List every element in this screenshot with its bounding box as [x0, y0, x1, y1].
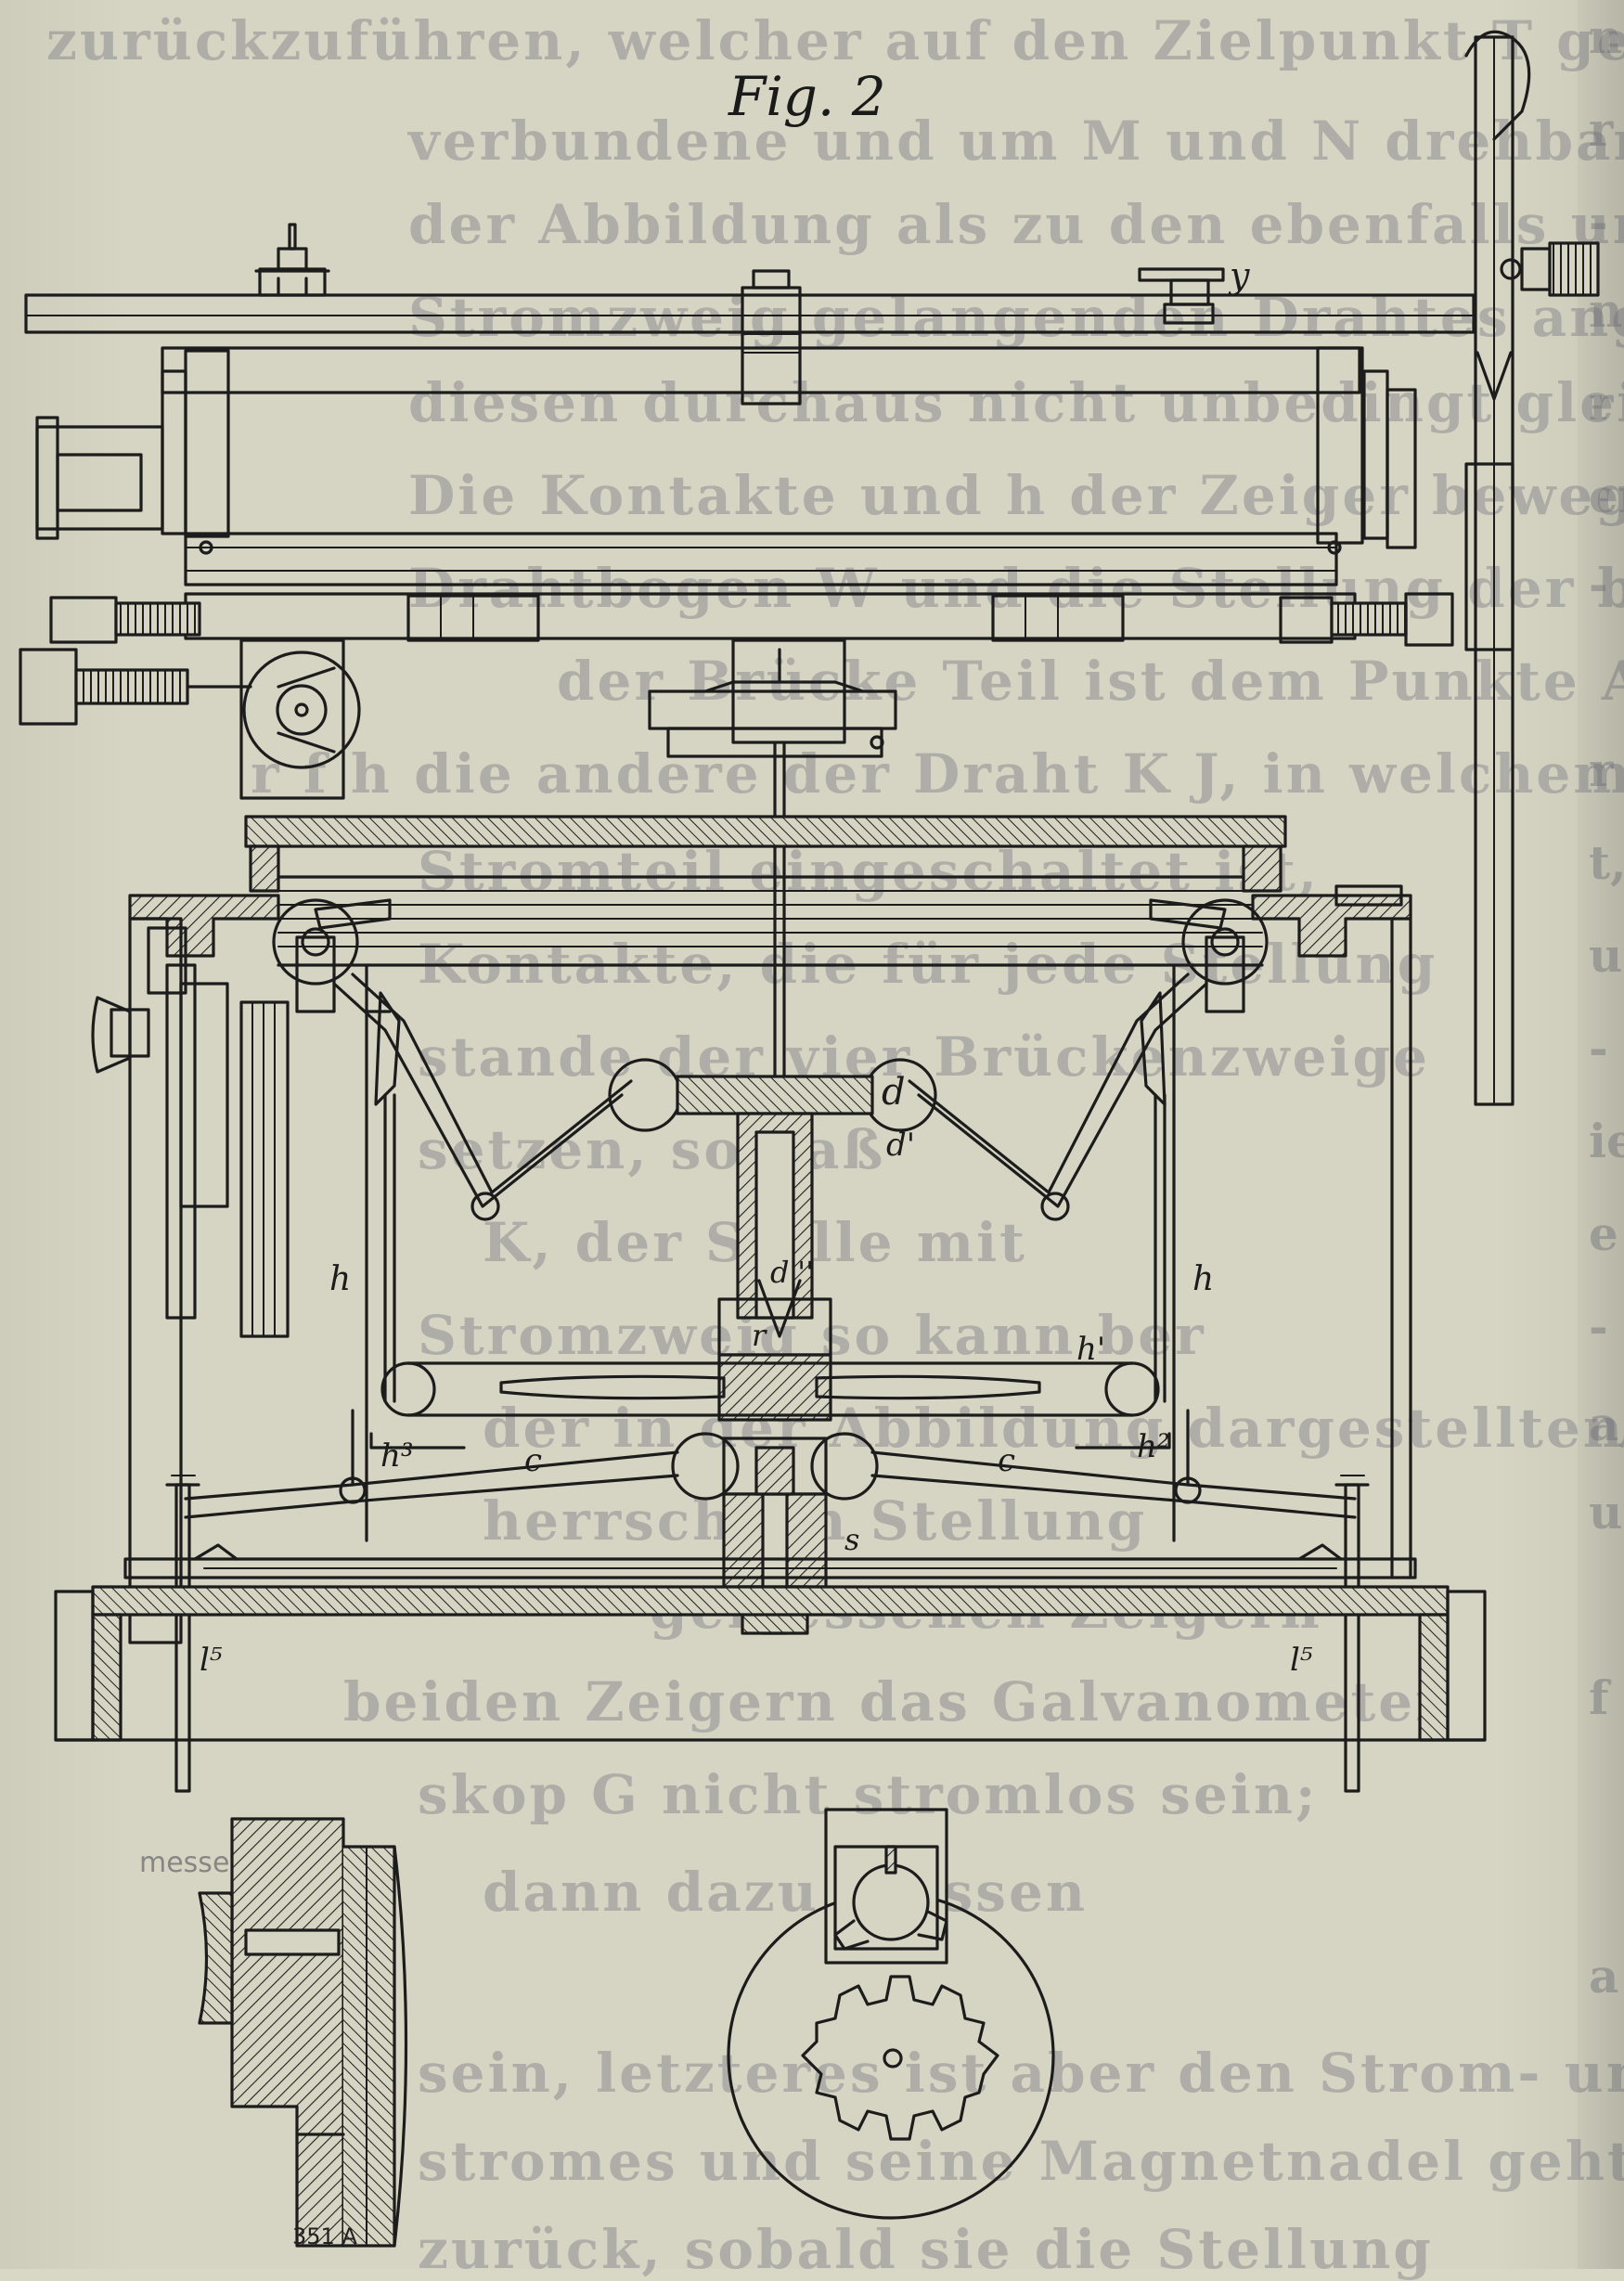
edge-char: r — [1589, 742, 1614, 797]
crossbar-h1 — [380, 1361, 1160, 1417]
upper-linkage — [314, 898, 1227, 1221]
edge-char: ie — [1589, 1114, 1624, 1168]
left-bearing-bracket — [128, 844, 359, 1013]
detail-gear-wheel — [727, 1808, 1055, 2220]
label-r: r — [752, 1318, 767, 1353]
label-c-left: c — [524, 1442, 542, 1479]
label-d-triple: d''' — [770, 1255, 814, 1290]
edge-char: er — [1589, 469, 1624, 523]
label-l5-right: l⁵ — [1290, 1642, 1313, 1679]
edge-char: e — [1589, 1206, 1618, 1261]
threaded-spindle — [49, 592, 1454, 647]
central-index-block — [648, 638, 897, 758]
figure-title: Fig. 2 — [728, 65, 886, 128]
top-rail — [24, 293, 1476, 334]
edge-char: a, — [1589, 1397, 1624, 1451]
label-h-left: h — [329, 1260, 351, 1298]
label-d-prime: d' — [886, 1127, 915, 1164]
page-fold-edge — [1578, 0, 1624, 2269]
detail-pulley-section — [198, 1817, 408, 2248]
case-top — [244, 815, 1287, 967]
label-d: d — [882, 1071, 906, 1114]
right-pointer-arm — [1464, 30, 1600, 1106]
edge-char: r — [1589, 376, 1614, 431]
label-h-right: h — [1192, 1260, 1214, 1298]
edge-char: ur — [1589, 928, 1624, 983]
vertical-rods-h — [383, 1093, 1166, 1403]
label-l5-left: l⁵ — [200, 1642, 223, 1679]
leveling-screw-left — [165, 1475, 200, 1793]
upper-frame — [35, 346, 1417, 640]
edge-char: - — [1589, 1299, 1608, 1354]
left-adjust-knob — [19, 648, 252, 726]
edge-char: r — [1589, 102, 1614, 157]
label-s: s — [844, 1522, 859, 1557]
edge-char: - — [1589, 1021, 1608, 1076]
detail-stamp: 351 A — [292, 2223, 357, 2249]
edge-char: t, — [1589, 835, 1624, 890]
label-y: y — [1228, 255, 1250, 296]
label-c-right: c — [998, 1442, 1015, 1479]
side-note: messer — [139, 1847, 241, 1879]
edge-char: f — [1589, 1670, 1609, 1725]
base-plate — [54, 1543, 1487, 1742]
label-h3: h³ — [380, 1437, 414, 1475]
pulley-wheel — [239, 638, 361, 800]
edge-char: n — [1589, 9, 1623, 64]
left-side-plate — [91, 917, 290, 1644]
leveling-screw-right — [1334, 1475, 1370, 1793]
right-bearing-bracket — [1181, 844, 1412, 1013]
center-hub — [608, 1058, 937, 1422]
top-clamp-center — [741, 269, 802, 406]
edge-char: - — [1589, 557, 1608, 612]
right-case-side — [1390, 917, 1412, 1579]
edge-char: ur — [1589, 1485, 1624, 1540]
top-clamp-right — [1138, 267, 1225, 325]
edge-char: - — [1589, 195, 1608, 250]
label-h1: h' — [1076, 1331, 1105, 1368]
top-clamp-left — [254, 223, 330, 297]
edge-char: a — [1589, 1949, 1619, 2004]
